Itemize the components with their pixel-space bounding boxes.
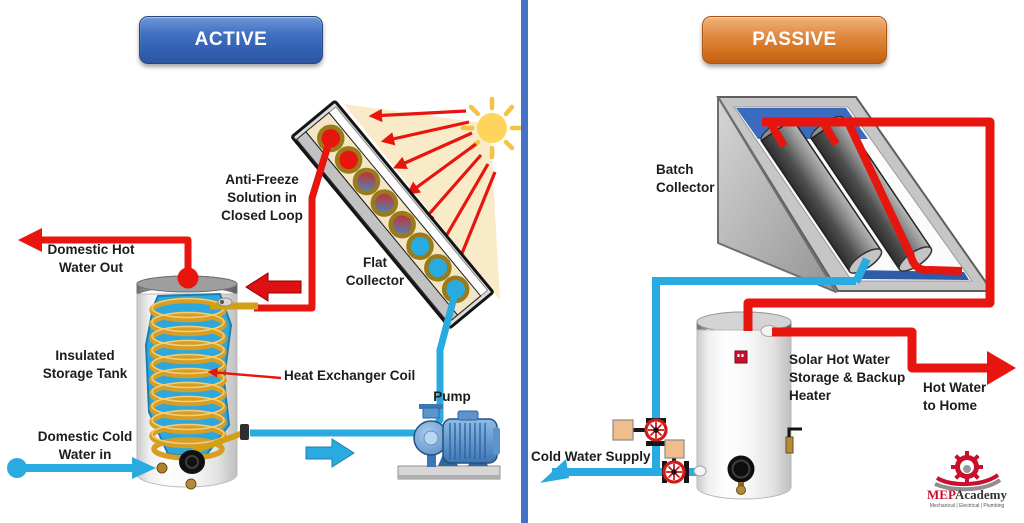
- label-domestic-cold-water-in: Domestic Cold Water in: [37, 429, 133, 462]
- hot-water-out-pipe: [18, 228, 199, 289]
- tank-drain: [736, 485, 746, 495]
- gear-icon: [951, 451, 983, 483]
- label-pump: Pump: [433, 389, 471, 404]
- sun-rays-arrows: [368, 108, 497, 282]
- label-flat-collector: Flat Collector: [345, 255, 405, 288]
- hot-pipe-collector-to-tank: [254, 137, 334, 312]
- label-solar-storage-backup-heater: Solar Hot Water Storage & Backup Heater: [789, 352, 906, 403]
- active-system-graphic: [7, 96, 524, 490]
- heat-exchanger-coil-graphic: [149, 297, 227, 461]
- active-title-button: ACTIVE: [139, 16, 323, 64]
- passive-title-label: PASSIVE: [752, 29, 837, 50]
- tank-badge: [734, 350, 748, 364]
- tank-bottom-cap: [179, 450, 205, 474]
- valve-actuator-box: [664, 439, 685, 459]
- logo-brand-academy: Academy: [955, 487, 1007, 502]
- cold-supply-arrow: [540, 459, 569, 483]
- hot-water-to-home-pipe: [760, 325, 1016, 385]
- collector-side-wedge: [717, 96, 837, 293]
- tank-top-port: [217, 297, 233, 307]
- sun-icon: [460, 96, 524, 160]
- hot-pipe-collector-to-tank: [743, 117, 995, 331]
- active-title-label: ACTIVE: [194, 29, 268, 50]
- valve-actuator-box: [612, 419, 634, 441]
- label-batch-collector: Batch Collector: [656, 162, 715, 195]
- heat-exchanger-leader: [207, 367, 282, 380]
- logo-swoosh-gray: [934, 478, 1002, 492]
- logo-swoosh-red: [935, 473, 1000, 487]
- label-domestic-hot-water-out: Domestic Hot Water Out: [47, 242, 135, 275]
- tank-bottom-cap: [727, 455, 755, 483]
- label-anti-freeze: Anti-Freeze Solution in Closed Loop: [221, 172, 303, 223]
- label-cold-water-supply: Cold Water Supply: [531, 449, 651, 464]
- tank-side-valve: [785, 436, 794, 454]
- coil-bottom-port: [190, 430, 245, 455]
- cold-inlet-port: [156, 462, 168, 474]
- collector-tubes: [317, 124, 470, 304]
- hot-flow-arrow: [245, 272, 302, 302]
- label-insulated-storage-tank: Insulated Storage Tank: [42, 348, 128, 381]
- tank-drain: [185, 478, 197, 490]
- valve-vertical: [612, 418, 668, 446]
- flat-collector-graphic: [291, 100, 494, 329]
- label-heat-exchanger-coil: Heat Exchanger Coil: [284, 368, 416, 383]
- pump-graphic: [397, 404, 501, 480]
- passive-system-graphic: MEPAcademy Mechanical | Electrical | Plu…: [540, 96, 1016, 509]
- logo-brand: MEPAcademy: [927, 487, 1007, 502]
- tank-side-fitting: [240, 424, 249, 440]
- storage-tank-graphic: [136, 275, 258, 490]
- tank-cold-port: [693, 465, 707, 477]
- logo-brand-mep: MEP: [927, 487, 956, 502]
- label-hot-water-to-home: Hot Water to Home: [923, 380, 987, 413]
- panel-divider: [521, 0, 528, 523]
- passive-title-button: PASSIVE: [702, 16, 887, 64]
- cold-water-in-pipe: [7, 457, 156, 479]
- logo-tagline: Mechanical | Electrical | Plumbing: [930, 503, 1005, 509]
- hot-outlet-junction: [177, 267, 199, 289]
- valve-horizontal: [662, 439, 689, 484]
- batch-collector-graphic: [716, 96, 994, 293]
- backup-heater-tank-graphic: [693, 311, 802, 500]
- mep-academy-logo: MEPAcademy Mechanical | Electrical | Plu…: [927, 451, 1007, 509]
- cold-flow-arrow: [305, 438, 355, 468]
